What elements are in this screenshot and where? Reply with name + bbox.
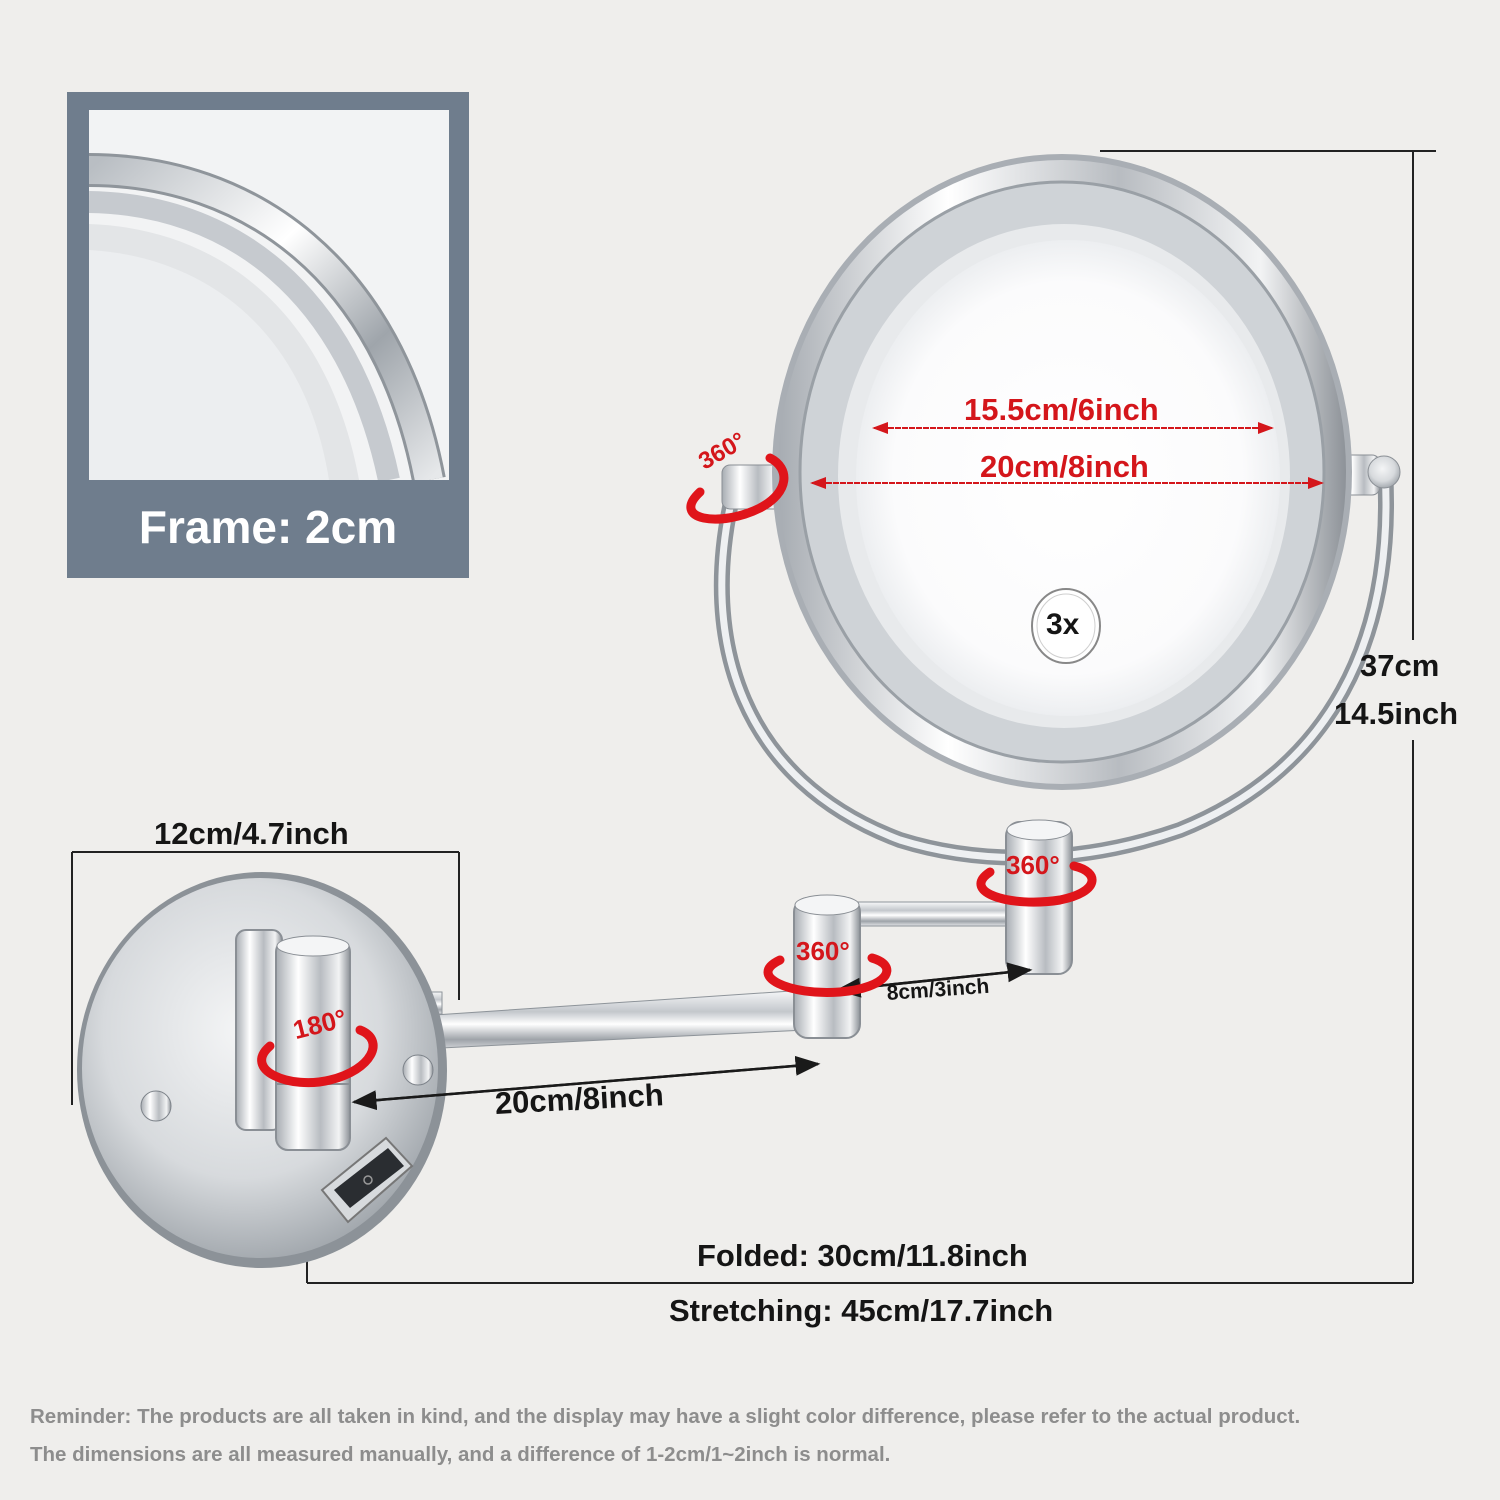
frame-closeup-photo bbox=[89, 110, 449, 480]
reminder-line-2: The dimensions are all measured manually… bbox=[30, 1443, 891, 1466]
base-width-dimension-line bbox=[71, 851, 460, 1105]
rotation-arrow-icon bbox=[257, 453, 1097, 1088]
upper-joint-rotation-label: 360° bbox=[1006, 850, 1060, 880]
height-cm-label: 37cm bbox=[1360, 648, 1440, 683]
mirror-diameter-lines bbox=[810, 422, 1324, 489]
folded-length-label: Folded: 30cm/11.8inch bbox=[697, 1238, 1028, 1273]
stretching-length-label: Stretching: 45cm/17.7inch bbox=[669, 1293, 1054, 1328]
magnification-badge bbox=[1031, 588, 1101, 664]
inner-diameter-label: 15.5cm/6inch bbox=[964, 392, 1159, 427]
base-width-label: 12cm/4.7inch bbox=[154, 816, 349, 851]
height-dimension-line bbox=[1100, 150, 1436, 1283]
rocker-switch-icon bbox=[320, 1136, 414, 1224]
frame-closeup-inset: Frame: 2cm bbox=[67, 92, 469, 578]
frame-caption: Frame: 2cm bbox=[138, 501, 398, 553]
frame-closeup-illustration bbox=[89, 110, 449, 480]
reminder-line-1: Reminder: The products are all taken in … bbox=[30, 1405, 1301, 1428]
outer-diameter-label: 20cm/8inch bbox=[980, 449, 1149, 484]
joint-middle bbox=[793, 894, 861, 1039]
magnification-badge-label: 3x bbox=[1046, 608, 1080, 641]
height-inch-label: 14.5inch bbox=[1334, 696, 1459, 731]
mirror-head bbox=[772, 154, 1352, 790]
middle-joint-rotation-label: 360° bbox=[796, 936, 850, 966]
extension-arms bbox=[329, 901, 1031, 1053]
